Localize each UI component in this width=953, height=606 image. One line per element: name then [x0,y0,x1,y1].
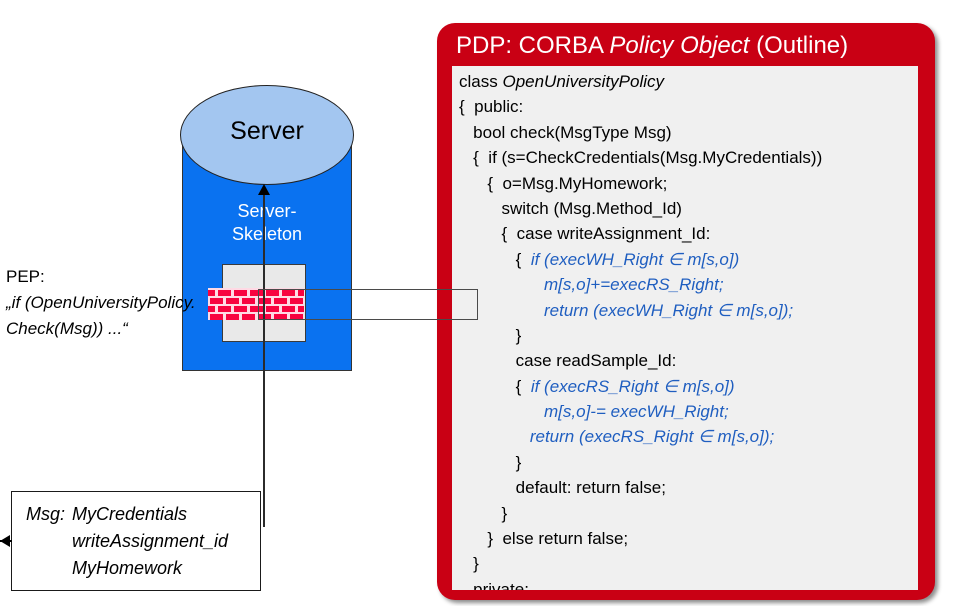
code-token-highlight: return (execWH_Right ∈ m[s,o]); [459,300,794,320]
code-token: { case writeAssignment_Id: [459,224,711,244]
code-token: } else return false; [459,529,629,549]
server-skeleton-label-line1: Server- [237,201,297,221]
code-token: { public: [459,97,524,117]
code-line: class OpenUniversityPolicy [459,69,822,94]
code-token: { o=Msg.MyHomework; [459,173,668,193]
code-line: } else return false; [459,526,822,551]
code-token: { if (s=CheckCredentials(Msg.MyCredentia… [459,148,823,168]
code-token: case readSample_Id: [459,351,677,371]
code-token-highlight: return (execRS_Right ∈ m[s,o]); [459,427,775,447]
code-line: { o=Msg.MyHomework; [459,171,822,196]
code-token-highlight: if (execWH_Right ∈ m[s,o]) [530,249,740,269]
code-line: { if (execRS_Right ∈ m[s,o]) [459,374,822,399]
code-line: } [459,323,822,348]
pdp-title-italic: Policy Object [609,32,750,59]
pep-caption: PEP: „if (OpenUniversityPolicy. Check(Ms… [6,264,236,342]
code-line: } [459,501,822,526]
code-line: default: return false; [459,475,822,500]
pdp-title-prefix: PDP: CORBA [456,32,610,59]
code-token: { [459,376,531,396]
message-value-method: writeAssignment_id [72,531,229,551]
code-token: } [459,325,522,345]
code-line: m[s,o]-= execWH_Right; [459,399,822,424]
pdp-code-area: class OpenUniversityPolicy { public: bool… [452,66,918,590]
code-token: } [459,452,522,472]
server-skeleton-label: Server- Skeleton [182,200,352,246]
brick-row [208,306,304,312]
pdp-panel-title: PDP: CORBA Policy Object (Outline) [456,32,848,60]
code-token: switch (Msg.Method_Id) [459,198,682,218]
message-value-credentials: MyCredentials [72,504,188,524]
pdp-title-suffix: (Outline) [749,32,849,59]
code-token-highlight: m[s,o]-= execWH_Right; [459,402,729,422]
message-label: Msg: [26,504,66,524]
code-token: private: [459,579,529,590]
code-line: } [459,450,822,475]
pep-caption-line3: Check(Msg)) ...“ [6,319,128,338]
code-line: private: [459,577,822,590]
msg-to-server-arrowhead [258,184,270,195]
brick-row [210,298,304,304]
pep-caption-line1: PEP: [6,267,45,286]
code-line: } [459,551,822,576]
code-token-italic: OpenUniversityPolicy [502,72,665,91]
server-skeleton-label-line2: Skeleton [231,224,303,244]
brick-row [210,314,304,320]
code-token-highlight: if (execRS_Right ∈ m[s,o]) [530,376,735,396]
msg-to-server-line [263,192,265,527]
code-line: return (execWH_Right ∈ m[s,o]); [459,298,822,323]
code-token: { [459,249,531,269]
code-token: class [459,72,503,91]
code-token: bool check(MsgType Msg) [459,122,672,142]
code-token: default: return false; [459,478,666,498]
server-label: Server [230,117,304,145]
brick-row [208,290,304,296]
incoming-message-arrowhead [0,535,10,547]
code-token: } [459,554,479,574]
code-line: { if (s=CheckCredentials(Msg.MyCredentia… [459,145,822,170]
pep-caption-line2: „if (OpenUniversityPolicy. [6,293,196,312]
code-line: switch (Msg.Method_Id) [459,196,822,221]
code-line: { if (execWH_Right ∈ m[s,o]) [459,247,822,272]
code-line: bool check(MsgType Msg) [459,120,822,145]
code-token: } [459,503,508,523]
code-token-highlight: m[s,o]+=execRS_Right; [459,275,724,295]
code-line: return (execRS_Right ∈ m[s,o]); [459,424,822,449]
pep-to-pdp-callout [258,289,478,320]
message-box: Msg: MyCredentials writeAssignment_id My… [11,491,261,591]
message-value-object: MyHomework [72,558,183,578]
code-line: { public: [459,94,822,119]
server-cylinder-top [180,85,354,185]
code-line: case readSample_Id: [459,348,822,373]
policy-source-code: class OpenUniversityPolicy { public: bool… [459,69,822,590]
firewall-brick-icon [208,288,304,320]
code-line: m[s,o]+=execRS_Right; [459,272,822,297]
code-line: { case writeAssignment_Id: [459,221,822,246]
